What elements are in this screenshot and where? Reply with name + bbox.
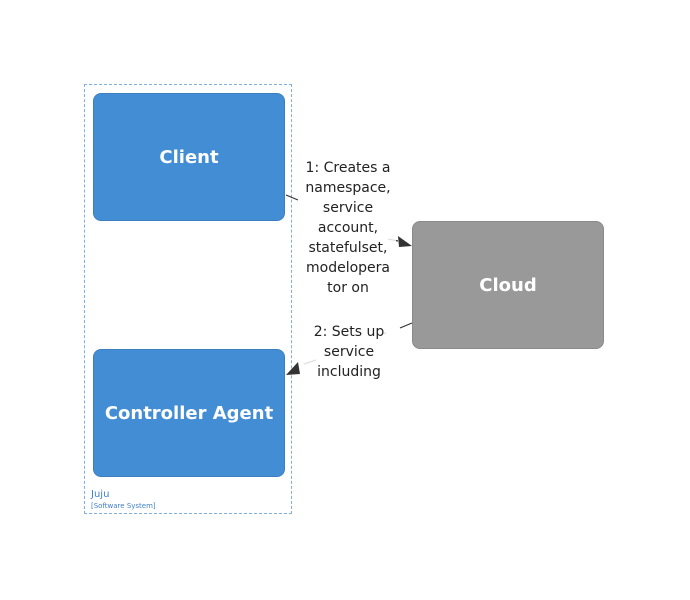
relationship-label-1: 1: Creates a namespace, service account,… — [300, 158, 396, 298]
boundary-type: [Software System] — [91, 502, 156, 510]
cloud-node[interactable]: Cloud — [412, 221, 604, 349]
arrowhead-icon — [286, 362, 300, 375]
controller-agent-node[interactable]: Controller Agent — [93, 349, 285, 477]
client-node[interactable]: Client — [93, 93, 285, 221]
cloud-label: Cloud — [479, 274, 537, 296]
boundary-name: Juju — [91, 489, 110, 500]
controller-agent-label: Controller Agent — [104, 402, 274, 424]
relationship-label-2: 2: Sets up service including — [302, 322, 396, 382]
arrowhead-icon — [398, 236, 412, 247]
client-label: Client — [159, 146, 219, 168]
software-system-boundary — [84, 84, 292, 514]
